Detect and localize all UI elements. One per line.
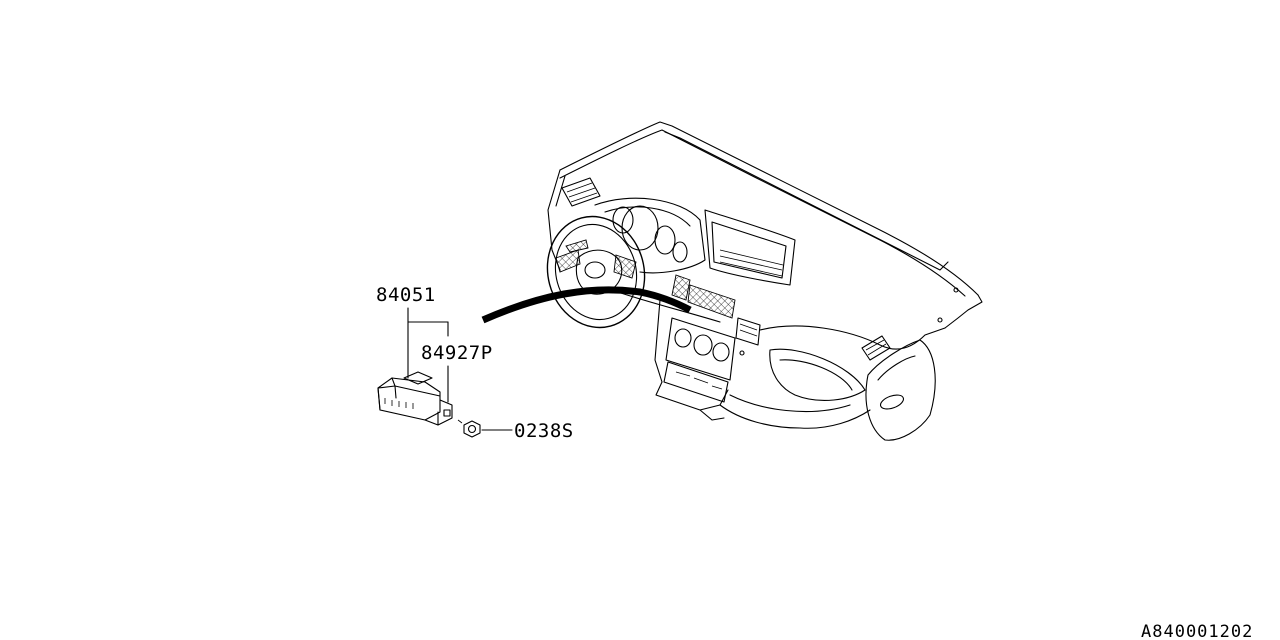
location-leader-line xyxy=(481,286,692,324)
part-label-84051[interactable]: 84051 xyxy=(376,284,436,306)
control-module-illustration xyxy=(377,371,453,426)
part-label-0238S[interactable]: 0238S xyxy=(514,420,574,442)
diagram-reference-code: A840001202 xyxy=(1141,622,1253,640)
nut-illustration xyxy=(457,419,481,438)
part-label-84927P[interactable]: 84927P xyxy=(421,342,493,364)
dashboard-illustration xyxy=(546,121,983,441)
callout-lines xyxy=(407,307,513,431)
